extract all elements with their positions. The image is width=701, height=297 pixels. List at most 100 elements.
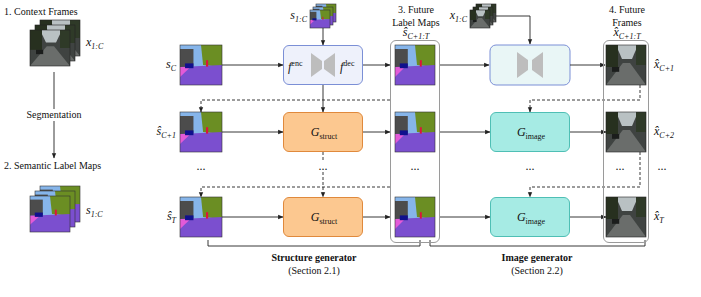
sidewalk-region xyxy=(395,134,405,144)
text-group: fenc xyxy=(288,57,302,74)
edge-label: Segmentation xyxy=(25,109,84,121)
tree-patch xyxy=(60,30,70,48)
math-subscript: C+1:T xyxy=(407,32,429,41)
image-outline xyxy=(180,112,222,152)
person-region xyxy=(322,17,323,20)
text-group: s1:C xyxy=(280,7,307,27)
person-region xyxy=(206,60,208,66)
car-patch xyxy=(612,219,619,224)
sky-region xyxy=(310,10,330,28)
text-group: Gstruct xyxy=(284,209,364,229)
tree-patch xyxy=(485,10,490,19)
math-symbol: x xyxy=(450,8,455,22)
process-box: fencfdec xyxy=(283,45,363,85)
sky-region xyxy=(180,45,222,85)
flow-arrow xyxy=(363,65,390,66)
math-subscript: C+1 xyxy=(659,64,674,73)
image-outline xyxy=(30,196,70,232)
section-label: (Section 2.1) xyxy=(286,265,342,277)
math-subscript: C+1 xyxy=(161,131,176,140)
road-patch xyxy=(606,130,646,152)
label-map xyxy=(30,196,70,232)
image-node: 2. Semantic Label Mapss1:C xyxy=(4,158,108,238)
process-box: Gstruct xyxy=(283,112,363,152)
text-group: 2. Semantic Label Maps xyxy=(4,158,108,171)
math-symbol: s xyxy=(290,8,295,22)
flow-arrow xyxy=(222,132,283,133)
process-box: 4. Future Framesx̂C+1:Tx̂C+1x̂C+2x̂T xyxy=(603,40,649,243)
heading-text: 2. Semantic Label Maps xyxy=(4,160,101,171)
sky-patch xyxy=(616,197,638,211)
math-symbol: ŝ xyxy=(157,124,162,138)
sidewalk-region xyxy=(180,219,191,229)
image-outline xyxy=(606,45,646,85)
flow-arrow xyxy=(440,132,490,133)
flow-arrow xyxy=(363,217,390,218)
math-subscript: 1:C xyxy=(91,42,103,51)
section-label: Image generator xyxy=(500,252,575,264)
tree-patch xyxy=(30,30,42,50)
ellipsis-mark: ... xyxy=(656,160,669,172)
frame-ground xyxy=(606,45,646,85)
vegetation-region xyxy=(320,10,330,20)
math-superscript: enc xyxy=(291,59,302,68)
sky-region xyxy=(395,197,435,237)
car-region xyxy=(185,63,193,68)
image-outline xyxy=(606,112,646,152)
vegetation-region xyxy=(201,45,222,67)
frame-ground xyxy=(606,112,646,152)
text-group: ŝC+1 xyxy=(144,123,176,143)
label-map-wire xyxy=(440,65,489,66)
frame-ground xyxy=(606,197,646,237)
label-map xyxy=(395,112,435,152)
image-node: ŝT xyxy=(180,197,222,237)
sky-region xyxy=(180,197,222,237)
tree-patch xyxy=(470,10,476,20)
frame-ground xyxy=(30,30,70,66)
ellipsis-mark: ... xyxy=(614,160,627,172)
flow-arrow xyxy=(323,28,324,45)
road-patch xyxy=(606,63,646,85)
video-frame xyxy=(606,197,646,237)
image-outline xyxy=(180,45,222,85)
sidewalk-region xyxy=(30,216,40,225)
heading-text: 3. Future Label Maps xyxy=(392,4,440,28)
sky-patch xyxy=(616,112,638,126)
text-group: x1:C xyxy=(442,7,467,27)
ellipsis-mark: ... xyxy=(524,160,537,172)
flow-arrow xyxy=(222,217,283,218)
flow-arrow xyxy=(222,65,283,66)
math-subscript: C xyxy=(171,64,176,73)
feedback-arrow xyxy=(201,100,390,112)
tree-patch xyxy=(606,45,618,67)
label-map xyxy=(395,197,435,237)
section-label: (Section 2.2) xyxy=(509,265,565,277)
math-symbol: G xyxy=(311,210,320,224)
heading-text: 4. Future Frames xyxy=(609,4,645,28)
vegetation-region xyxy=(415,45,435,67)
image-encoder-decoder xyxy=(490,45,570,85)
text-group: ŝC+1:T xyxy=(381,24,451,44)
feedback-arrow xyxy=(323,152,324,197)
math-subscript: T xyxy=(659,216,663,225)
vegetation-region xyxy=(50,196,70,216)
math-symbol: ŝ xyxy=(403,25,408,39)
text-group: x̂T xyxy=(654,208,664,228)
box-shape xyxy=(490,45,570,85)
math-subscript: image xyxy=(526,132,546,141)
math-symbol: x xyxy=(86,35,91,49)
math-subscript: C+1:T xyxy=(619,32,641,41)
section-bracket xyxy=(430,240,645,246)
text-group: 4. Future Frames xyxy=(598,2,656,28)
person-region xyxy=(420,60,422,66)
math-symbol: x̂ xyxy=(654,124,659,138)
text-group: 1. Context Frames xyxy=(4,4,104,17)
heading-text: 1. Context Frames xyxy=(4,6,78,17)
tree-patch xyxy=(606,112,618,134)
image-node: x̂C+2 xyxy=(606,112,646,152)
process-box: Gstruct xyxy=(283,197,363,237)
math-symbol: ŝ xyxy=(167,209,172,223)
image-outline xyxy=(395,112,435,152)
image-outline xyxy=(30,30,70,66)
person-region xyxy=(420,127,422,133)
